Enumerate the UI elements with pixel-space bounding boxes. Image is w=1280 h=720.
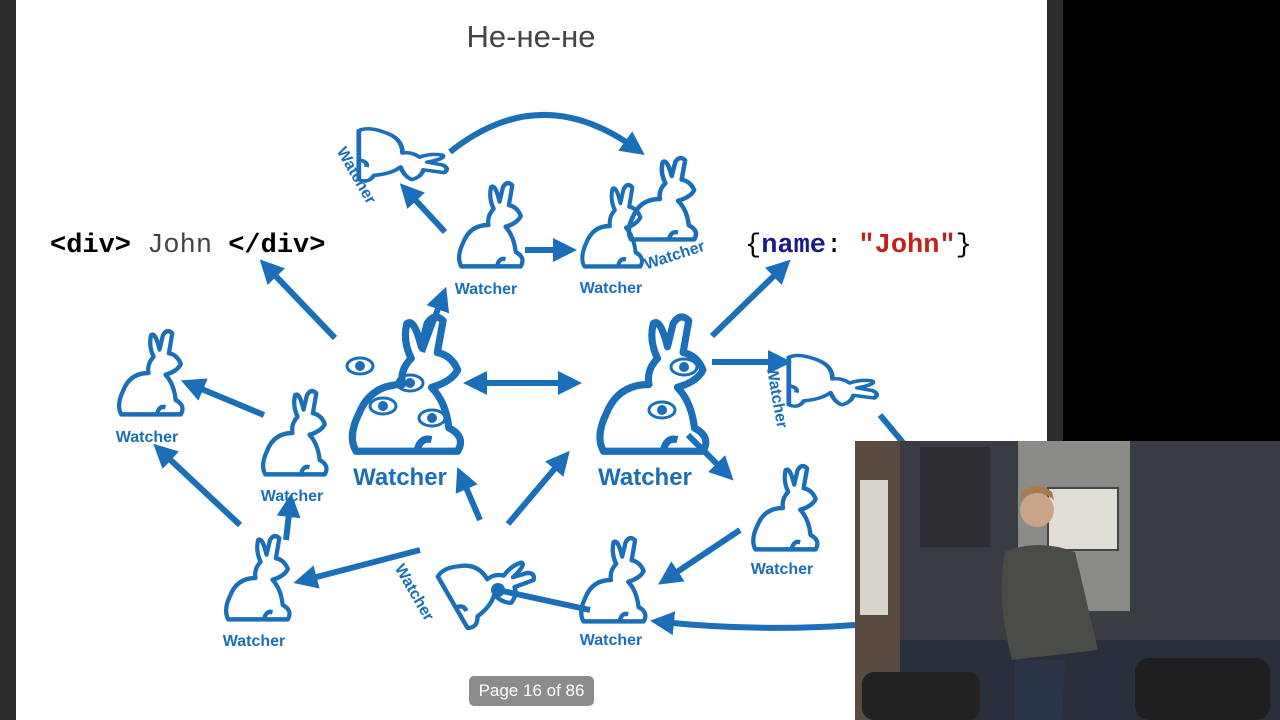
arrow — [877, 413, 908, 447]
arrow — [658, 527, 742, 585]
arrow — [399, 183, 448, 235]
watcher-label: Watcher — [598, 464, 692, 491]
arrow — [448, 112, 645, 155]
watcher-label: Watcher — [116, 429, 179, 446]
watcher-label: Watcher — [580, 280, 643, 297]
arrow — [505, 450, 570, 526]
watcher-label: Watcher — [223, 633, 286, 650]
arrow — [455, 466, 483, 522]
watcher-label: Watcher — [580, 632, 643, 649]
arrow — [259, 259, 338, 341]
arrow — [180, 378, 266, 418]
arrow — [293, 547, 421, 589]
arrow — [650, 611, 856, 636]
arrow — [153, 443, 243, 528]
slide-title: Не-не-не — [467, 19, 596, 54]
code-json: {name: "John"} — [745, 231, 972, 261]
arrow — [276, 493, 301, 541]
arrow — [685, 432, 734, 481]
watcher-label: Watcher — [751, 561, 814, 578]
watcher-label: Watcher — [261, 488, 324, 505]
arrow — [709, 259, 791, 339]
left-gutter — [0, 0, 16, 720]
watcher-label: Watcher — [455, 281, 518, 298]
page-indicator: Page 16 of 86 — [469, 676, 594, 706]
code-html: <div> John </div> — [50, 231, 325, 261]
watcher-label: Watcher — [353, 464, 447, 491]
speaker-video — [855, 441, 1280, 720]
